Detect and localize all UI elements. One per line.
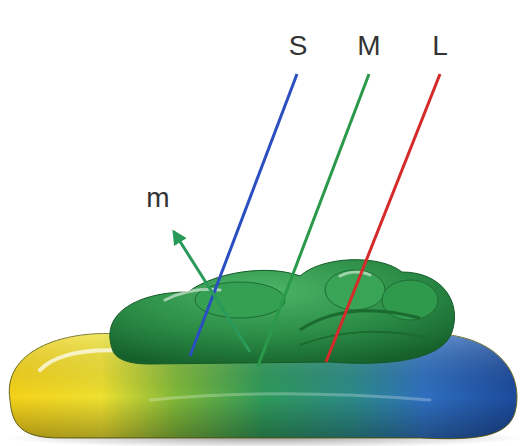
m-cone-line xyxy=(258,74,369,366)
m-cone-label: M xyxy=(357,32,380,60)
s-cone-label: S xyxy=(289,32,308,60)
cone-lines xyxy=(190,74,440,366)
l-cone-label: L xyxy=(432,32,448,60)
l-cone-line xyxy=(326,74,440,362)
blob-green-top xyxy=(110,260,455,364)
vector-label: m xyxy=(146,184,169,212)
s-cone-line xyxy=(190,74,297,356)
m-arrow xyxy=(174,232,250,352)
